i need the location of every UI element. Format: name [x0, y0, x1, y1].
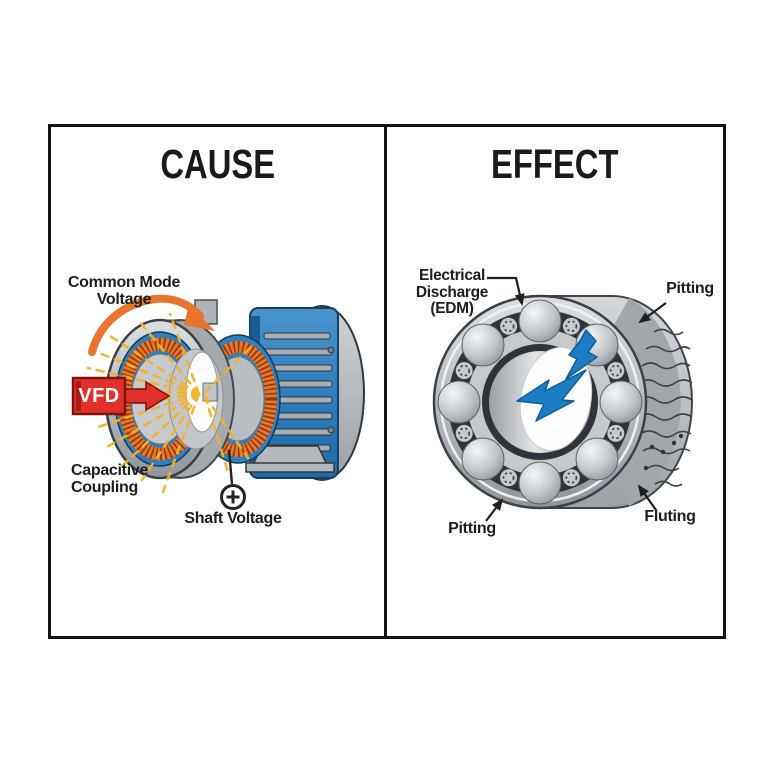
bolt-hole	[327, 346, 335, 354]
cage-rivets	[455, 317, 625, 487]
bearing-illustration	[432, 294, 693, 510]
capacitive-coupling-label: Capacitive Coupling	[71, 462, 149, 496]
shaft-voltage-label: Shaft Voltage	[184, 510, 282, 527]
electrical-discharge-label: Electrical Discharge (EDM)	[415, 267, 489, 317]
effect-title: EFFECT	[490, 141, 619, 187]
common-mode-arrow	[88, 294, 215, 356]
lightning-bolt-icon	[516, 329, 598, 422]
vfd-arrow	[124, 380, 171, 412]
pitting-dots	[643, 433, 684, 471]
bearing-balls	[437, 299, 643, 505]
common-mode-voltage-label: Common Mode Voltage	[67, 274, 181, 308]
vfd-label: VFD	[78, 385, 120, 407]
motor-base	[245, 462, 335, 473]
shaft-voltage-symbol	[220, 484, 246, 510]
fluting-waves	[637, 328, 693, 487]
fluting-band	[605, 297, 681, 507]
cause-title: CAUSE	[160, 141, 275, 187]
frame	[48, 124, 726, 639]
bolt-hole	[327, 426, 335, 434]
fluting-label: Fluting	[644, 508, 696, 525]
vfd-box	[71, 376, 171, 416]
pitting-bottom-label: Pitting	[448, 520, 496, 537]
pitting-top-label: Pitting	[666, 280, 714, 297]
callout-arrows	[485, 276, 667, 522]
